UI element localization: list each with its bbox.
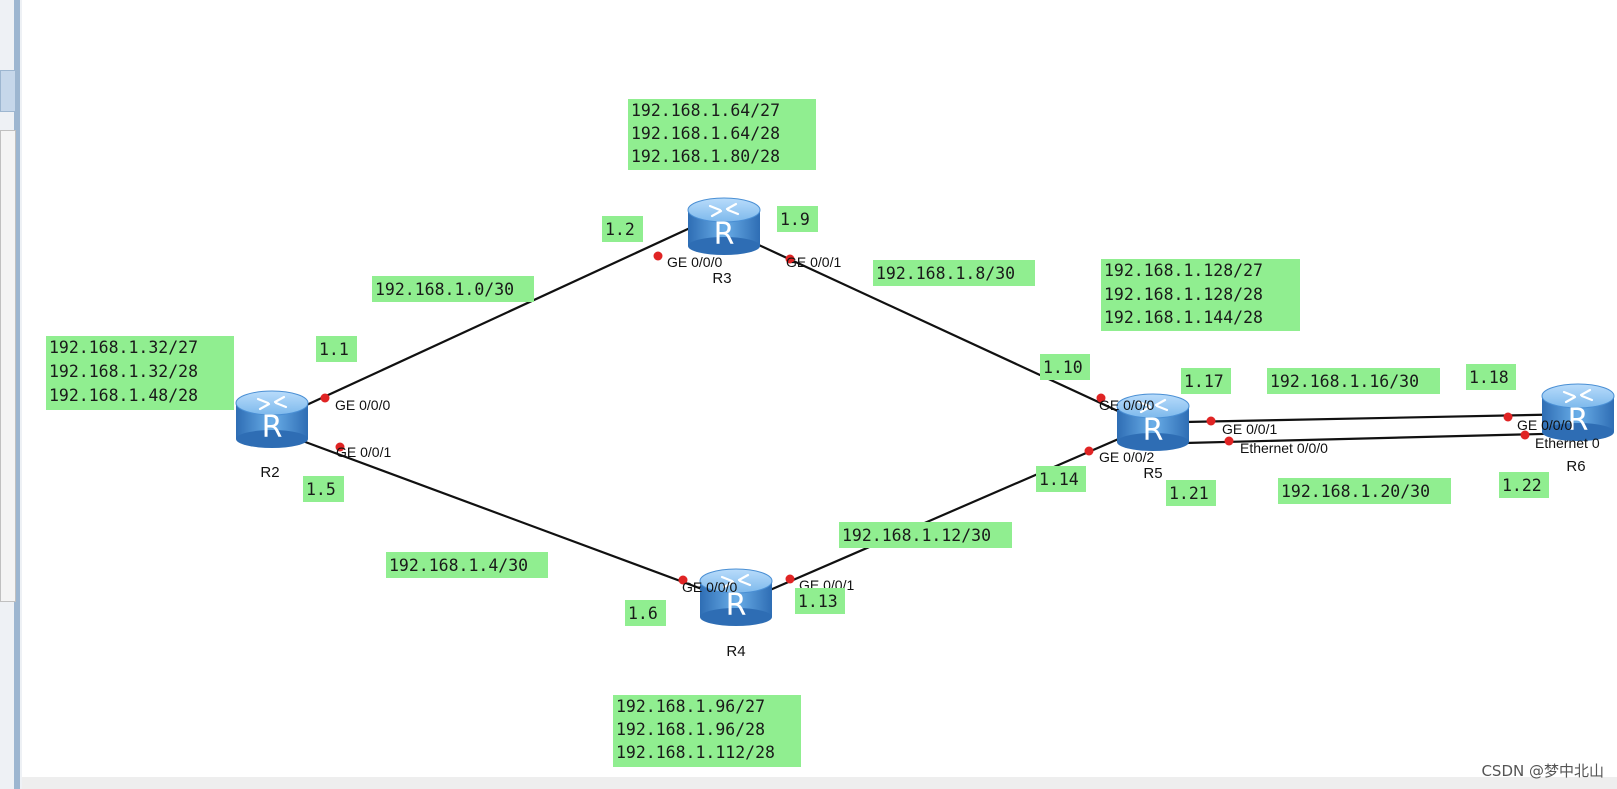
- address-label: 1.14: [1039, 470, 1079, 489]
- port-dot[interactable]: [1084, 446, 1094, 456]
- port-dot[interactable]: [653, 251, 663, 261]
- subnet-label: 192.168.1.8/30: [876, 264, 1015, 283]
- port-dot[interactable]: [785, 254, 795, 264]
- router-icon: R: [1116, 393, 1190, 451]
- port-label: GE 0/0/1: [786, 254, 841, 270]
- svg-text:R: R: [1143, 413, 1164, 448]
- network-label: 192.168.1.128/27: [1104, 261, 1263, 280]
- left-window-frame: [0, 0, 22, 789]
- router-icon: R: [1541, 383, 1615, 441]
- loopback-group-r5: 192.168.1.128/27 192.168.1.128/28 192.16…: [1101, 259, 1300, 331]
- port-dots: [320, 251, 1530, 585]
- link-r3-r5[interactable]: [747, 239, 1121, 413]
- network-label: 192.168.1.128/28: [1104, 285, 1263, 304]
- address-label: 1.1: [319, 340, 349, 359]
- address-label: 1.6: [628, 604, 658, 623]
- loopback-group-r4: 192.168.1.96/27 192.168.1.96/28 192.168.…: [613, 695, 801, 767]
- loopback-group-r2: 192.168.1.32/27 192.168.1.32/28 192.168.…: [46, 336, 234, 410]
- network-label: 192.168.1.144/28: [1104, 308, 1263, 327]
- svg-text:R: R: [1568, 403, 1589, 438]
- address-label: 1.18: [1469, 368, 1509, 387]
- address-label: 1.17: [1184, 372, 1224, 391]
- router-label: R6: [1566, 458, 1585, 475]
- router-r6[interactable]: R R6: [1541, 383, 1615, 475]
- link-r2-r4[interactable]: [299, 438, 719, 597]
- port-dot[interactable]: [1224, 436, 1234, 446]
- link-r5-r6-ge[interactable]: [1184, 412, 1581, 424]
- subnet-label: 192.168.1.16/30: [1270, 372, 1419, 391]
- network-label: 192.168.1.96/27: [616, 697, 765, 716]
- network-label: 192.168.1.48/28: [49, 386, 198, 405]
- router-r5[interactable]: R R5: [1116, 393, 1190, 482]
- collapsed-panel-tab[interactable]: [0, 70, 16, 112]
- interface-labels: GE 0/0/0 GE 0/0/1 GE 0/0/0 GE 0/0/1 GE 0…: [335, 254, 1600, 595]
- port-dot[interactable]: [1503, 412, 1513, 422]
- subnet-label: 192.168.1.4/30: [389, 556, 528, 575]
- address-labels: 1.1 1.5 1.2 1.9 1.6 1.13 1.10 1.14 1.17 …: [303, 206, 1549, 626]
- network-label: 192.168.1.112/28: [616, 743, 775, 762]
- address-label: 1.9: [780, 210, 810, 229]
- address-label: 1.5: [306, 480, 336, 499]
- links-layer: [299, 227, 1581, 597]
- loopback-group-r3: 192.168.1.64/27 192.168.1.64/28 192.168.…: [628, 99, 816, 170]
- router-r3[interactable]: R R3: [687, 197, 761, 287]
- network-label: 192.168.1.32/27: [49, 338, 198, 357]
- bottom-scrollbar-track[interactable]: [22, 777, 1617, 789]
- subnet-label: 192.168.1.12/30: [842, 526, 991, 545]
- port-label: Ethernet 0: [1535, 435, 1600, 451]
- port-dot[interactable]: [335, 442, 345, 452]
- port-label: GE 0/0/0: [667, 254, 722, 270]
- subnet-label: 192.168.1.0/30: [375, 280, 514, 299]
- link-r5-r6-eth[interactable]: [1184, 431, 1581, 445]
- router-label: R5: [1143, 465, 1162, 482]
- address-label: 1.2: [605, 220, 635, 239]
- router-r4[interactable]: R R4: [699, 568, 773, 660]
- subnet-labels: 192.168.1.0/30 192.168.1.4/30 192.168.1.…: [372, 260, 1451, 578]
- link-r2-r3[interactable]: [299, 227, 691, 409]
- port-label: GE 0/0/0: [682, 579, 737, 595]
- router-label: R2: [260, 464, 279, 481]
- port-label: GE 0/0/0: [1517, 417, 1572, 433]
- port-dot[interactable]: [320, 393, 330, 403]
- port-label: GE 0/0/1: [336, 444, 391, 460]
- port-dot[interactable]: [1096, 393, 1106, 403]
- port-label: GE 0/0/0: [1099, 397, 1154, 413]
- svg-text:R: R: [262, 410, 283, 445]
- csdn-watermark: CSDN @梦中北山: [1481, 762, 1604, 780]
- window-border: [14, 0, 20, 789]
- port-dot[interactable]: [1520, 430, 1530, 440]
- collapsed-side-panel[interactable]: [0, 130, 16, 602]
- port-label: Ethernet 0/0/0: [1240, 440, 1328, 456]
- address-label: 1.21: [1169, 484, 1209, 503]
- router-r2[interactable]: R R2: [235, 390, 309, 481]
- port-dot[interactable]: [1206, 416, 1216, 426]
- svg-text:R: R: [726, 588, 747, 623]
- port-label: GE 0/0/0: [335, 397, 390, 413]
- network-label: 192.168.1.32/28: [49, 362, 198, 381]
- subnet-label: 192.168.1.20/30: [1281, 482, 1430, 501]
- port-label: GE 0/0/1: [1222, 421, 1277, 437]
- link-r4-r5[interactable]: [769, 432, 1131, 592]
- network-label: 192.168.1.96/28: [616, 720, 765, 739]
- port-dot[interactable]: [785, 574, 795, 584]
- network-label: 192.168.1.80/28: [631, 147, 780, 166]
- router-icon: R: [687, 197, 761, 255]
- port-label: GE 0/0/2: [1099, 449, 1154, 465]
- address-label: 1.13: [798, 592, 838, 611]
- router-icon: R: [235, 390, 309, 448]
- network-label: 192.168.1.64/28: [631, 124, 780, 143]
- network-label: 192.168.1.64/27: [631, 101, 780, 120]
- router-label: R3: [712, 270, 731, 287]
- svg-text:R: R: [714, 217, 735, 252]
- router-icon: R: [699, 568, 773, 626]
- address-label: 1.10: [1043, 358, 1083, 377]
- port-dot[interactable]: [678, 575, 688, 585]
- router-label: R4: [726, 643, 745, 660]
- address-label: 1.22: [1502, 476, 1542, 495]
